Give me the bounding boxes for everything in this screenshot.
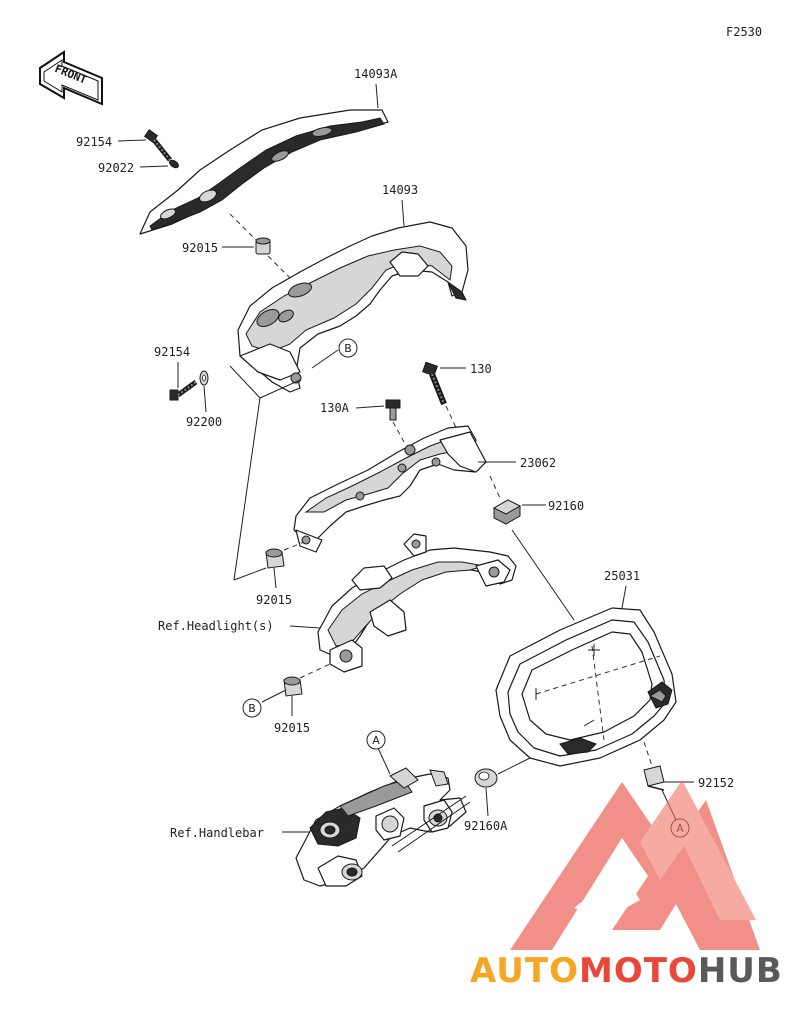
- grommet-92152: [643, 765, 665, 791]
- watermark-hub: HUB: [698, 951, 783, 991]
- handlebar-clamp: [295, 767, 471, 887]
- label-23062: 23062: [520, 456, 556, 470]
- cover-14093: [237, 221, 469, 393]
- diagram-code: F2530: [726, 25, 762, 39]
- label-92160a: 92160A: [464, 819, 508, 833]
- label-92154-mid: 92154: [154, 345, 190, 359]
- label-ref-headlight: Ref.Headlight(s): [158, 619, 274, 633]
- front-arrow-icon: FRONT: [39, 50, 103, 106]
- ref-b-top: [338, 338, 358, 358]
- collar-92015-top: [255, 237, 271, 255]
- ref-b-top-label: B: [344, 342, 352, 355]
- label-ref-handlebar: Ref.Handlebar: [170, 826, 264, 840]
- label-92015-bottom: 92015: [274, 721, 310, 735]
- label-92154-top: 92154: [76, 135, 112, 149]
- watermark-text: AUTOMOTOHUB: [470, 951, 783, 991]
- label-14093a: 14093A: [354, 67, 398, 81]
- collar-92015-mid: [265, 548, 285, 569]
- ref-a-top-label: A: [372, 734, 380, 747]
- watermark-auto: AUTO: [470, 951, 579, 991]
- ref-b-bottom-label: B: [248, 702, 256, 715]
- label-92022: 92022: [98, 161, 134, 175]
- meter-25031: [495, 607, 677, 767]
- ref-a-top: [366, 730, 386, 750]
- label-130a: 130A: [320, 401, 350, 415]
- bolt-92154-top: [143, 129, 172, 162]
- headlight-stay: [317, 533, 517, 673]
- label-92152: 92152: [698, 776, 734, 790]
- bracket-23062: [293, 425, 487, 553]
- label-92160: 92160: [548, 499, 584, 513]
- cover-14093a: [139, 109, 389, 235]
- bolt-92154-mid: [169, 379, 198, 401]
- label-92200: 92200: [186, 415, 222, 429]
- collar-92015-bottom: [283, 676, 303, 697]
- label-92015-top: 92015: [182, 241, 218, 255]
- washer-92200: [199, 370, 209, 386]
- damper-92160a: [474, 768, 498, 788]
- washer-92022: [169, 159, 179, 169]
- label-25031: 25031: [604, 569, 640, 583]
- svg-text:AUTOMOTOHUB: AUTOMOTOHUB: [470, 951, 783, 991]
- label-130: 130: [470, 362, 492, 376]
- watermark-moto: MOTO: [579, 951, 698, 991]
- ref-b-bottom: [242, 698, 262, 718]
- bolt-130: [422, 361, 447, 406]
- label-14093: 14093: [382, 183, 418, 197]
- watermark-logo: [510, 780, 760, 950]
- label-92015-mid: 92015: [256, 593, 292, 607]
- damper-92160: [492, 499, 522, 525]
- bolt-130a: [385, 399, 401, 421]
